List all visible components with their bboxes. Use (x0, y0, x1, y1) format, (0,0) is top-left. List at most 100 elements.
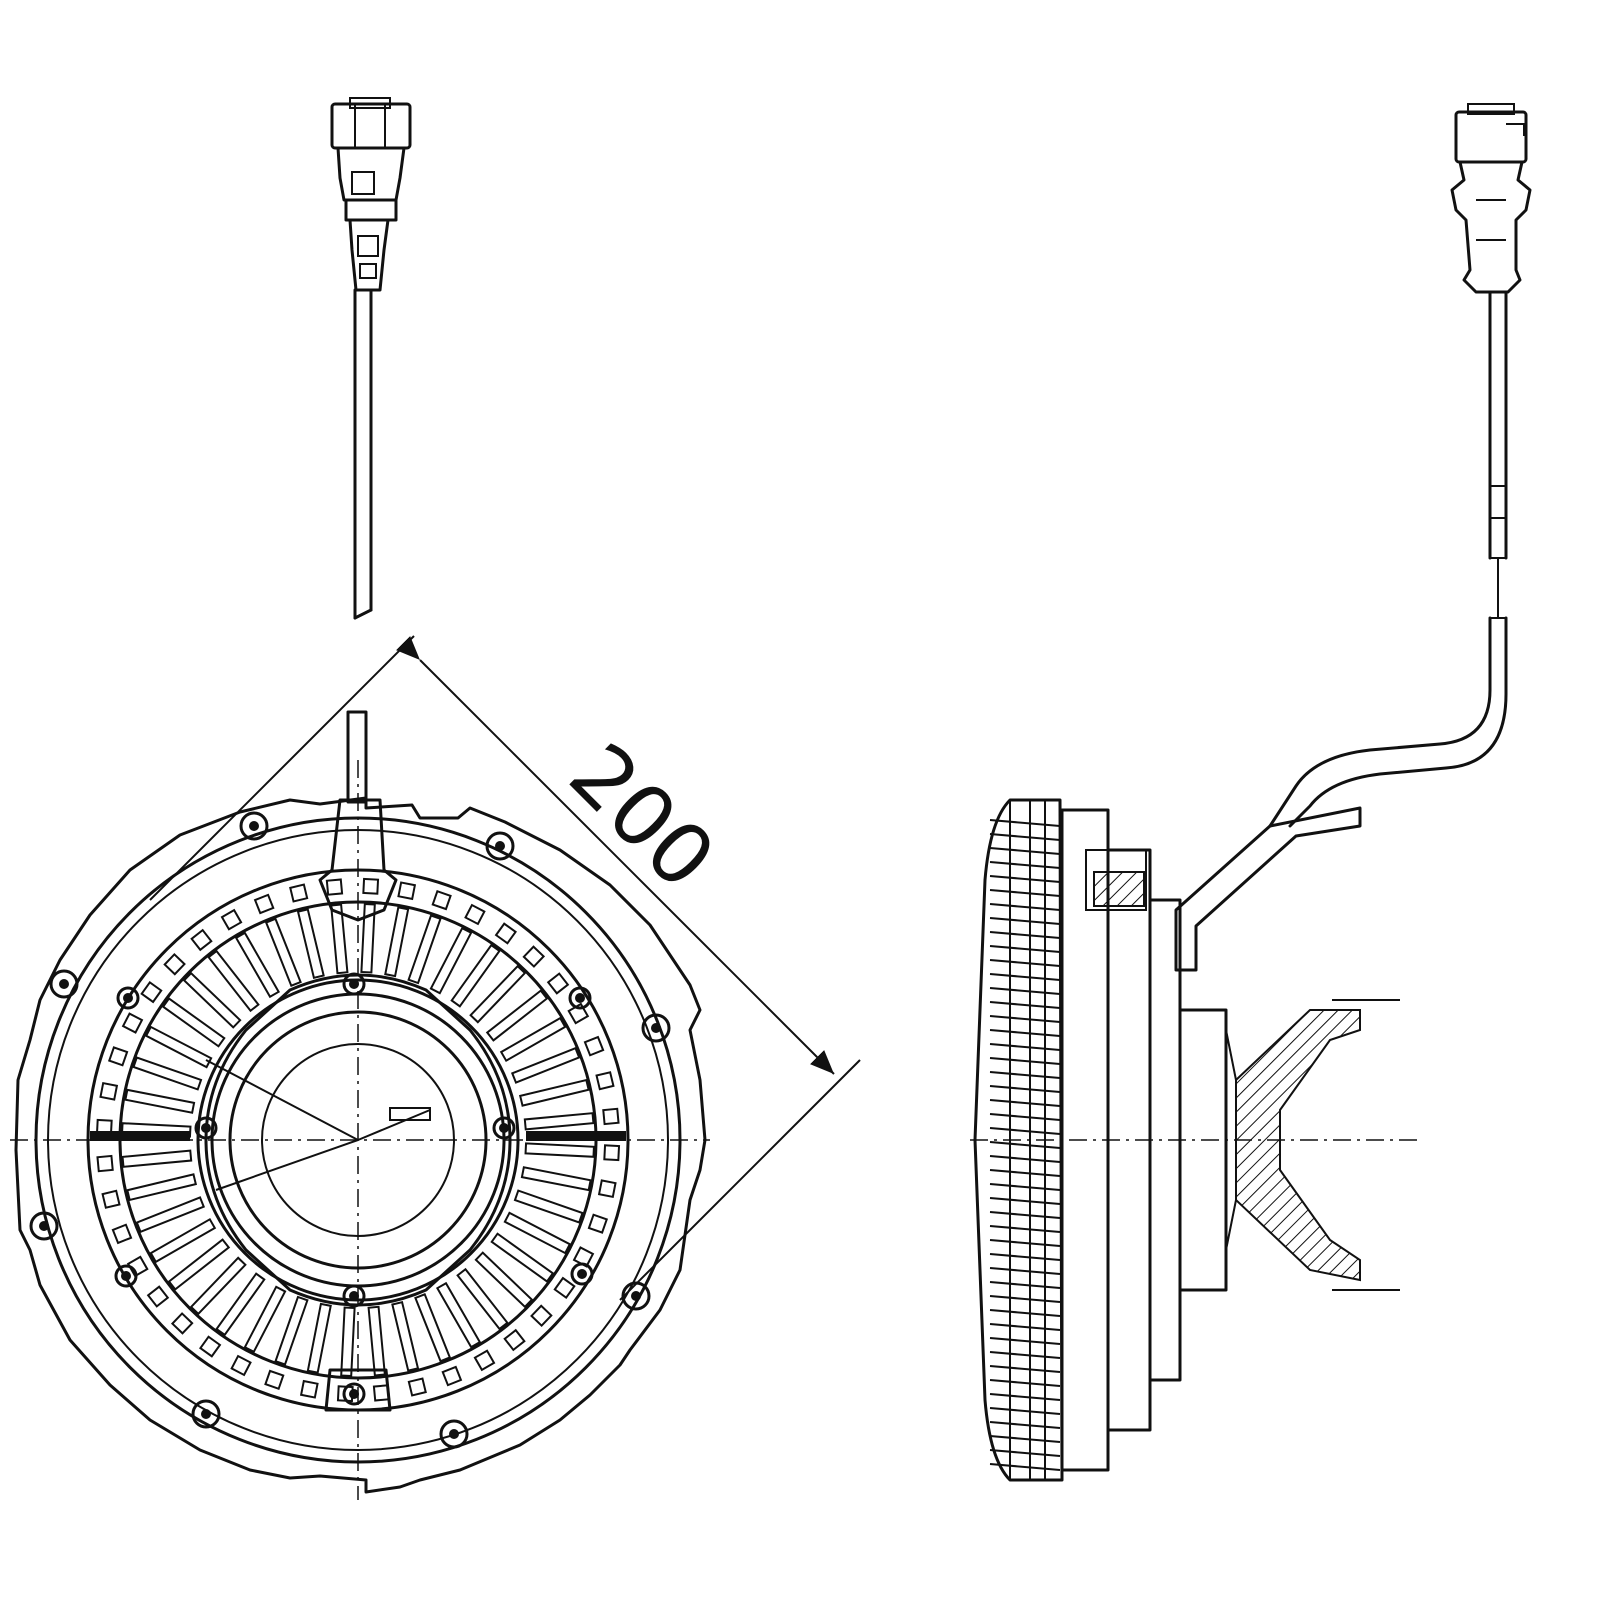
side-rib (989, 1463, 1061, 1471)
dimension-label: 200 (551, 725, 734, 908)
fin-tab (289, 883, 309, 903)
fan-fin (513, 1189, 584, 1224)
fin-tab (220, 908, 243, 931)
side-rib (989, 1211, 1061, 1219)
fin-tab (553, 1276, 576, 1299)
fin-tab (163, 952, 186, 976)
fan-fin (132, 1056, 203, 1091)
fan-fin (234, 931, 281, 999)
side-rib (989, 1379, 1061, 1387)
fan-fin (121, 1149, 193, 1168)
side-rib (989, 1323, 1061, 1331)
fin-tab (473, 1349, 496, 1372)
fin-tab (464, 903, 486, 926)
side-rib (989, 1337, 1061, 1345)
side-rib (989, 1393, 1061, 1401)
side-rib (989, 1351, 1061, 1359)
fan-fin (306, 1302, 332, 1374)
bolt (191, 1399, 221, 1429)
side-rib (989, 1169, 1061, 1177)
fan-fin (490, 1232, 555, 1283)
fan-fin (407, 914, 442, 985)
fin-tab (253, 893, 275, 915)
fan-fin (524, 1142, 596, 1158)
fan-fin (149, 1217, 217, 1264)
side-rib (989, 1365, 1061, 1373)
fin-tab (190, 928, 213, 952)
fan-fin (485, 989, 549, 1042)
mounting-bolts (29, 811, 671, 1449)
side-rib (989, 1057, 1061, 1065)
side-rib (989, 1015, 1061, 1023)
fin-tab (603, 1144, 621, 1162)
side-rib (989, 931, 1061, 939)
fin-tab (146, 1285, 170, 1308)
front-connector (330, 97, 412, 292)
fan-fin (518, 1078, 590, 1107)
fin-tab (441, 1365, 463, 1387)
fin-tab (199, 1335, 222, 1358)
fan-fin (264, 917, 302, 988)
bolt (492, 1116, 516, 1140)
side-rib (989, 1141, 1061, 1149)
bolt (114, 1264, 138, 1288)
side-rib (989, 1239, 1061, 1247)
fin-tab (325, 878, 344, 896)
side-rib (989, 1407, 1061, 1415)
side-fan-ribs (989, 819, 1061, 1471)
fan-fin (503, 1211, 572, 1255)
front-center-details (10, 710, 710, 1500)
fan-fin (274, 1295, 309, 1366)
side-rib (989, 1435, 1061, 1443)
side-rib (989, 1029, 1061, 1037)
fin-tab (107, 1046, 129, 1067)
fan-fin (182, 971, 242, 1029)
fan-fin (135, 1196, 206, 1234)
side-connector (1450, 103, 1532, 294)
side-rib (989, 1281, 1061, 1289)
fin-tab (522, 945, 546, 968)
side-rib (989, 819, 1061, 827)
fin-tab (587, 1213, 609, 1234)
side-cable (1268, 290, 1508, 828)
fan-fin (523, 1112, 595, 1131)
side-rib (989, 847, 1061, 855)
fan-fin (167, 1238, 231, 1291)
fin-tab (546, 972, 570, 995)
bolt (239, 811, 269, 841)
fin-tab (230, 1354, 252, 1377)
bolt (342, 972, 366, 996)
fan-fin (474, 1251, 534, 1309)
fin-tab (126, 1255, 149, 1278)
fan-fin (520, 1166, 592, 1192)
side-rib (989, 1071, 1061, 1079)
fin-tab (101, 1189, 121, 1209)
side-rib (989, 875, 1061, 883)
fin-tab (111, 1223, 133, 1245)
side-rib (989, 973, 1061, 981)
side-rib (989, 1253, 1061, 1261)
side-rib (989, 889, 1061, 897)
fan-fin (456, 1267, 509, 1331)
bolt (342, 1382, 366, 1406)
fin-tab (299, 1379, 319, 1399)
fan-fin (161, 997, 226, 1048)
fin-tab (431, 889, 452, 911)
fin-tab (602, 1107, 620, 1126)
fan-fin (144, 1025, 213, 1069)
fin-tab (121, 1012, 144, 1034)
fan-fin (124, 1088, 196, 1114)
side-rib (989, 945, 1061, 953)
side-rib (989, 987, 1061, 995)
fin-tab (264, 1369, 285, 1391)
bolt (570, 1262, 594, 1286)
side-rib (989, 959, 1061, 967)
fin-tab (597, 1179, 617, 1199)
side-rib (989, 833, 1061, 841)
fan-fin (414, 1292, 452, 1363)
fin-tab (96, 1154, 114, 1173)
side-rib (989, 1183, 1061, 1191)
fin-tab (170, 1312, 194, 1335)
fin-tab (530, 1304, 553, 1328)
bolt (194, 1116, 218, 1140)
